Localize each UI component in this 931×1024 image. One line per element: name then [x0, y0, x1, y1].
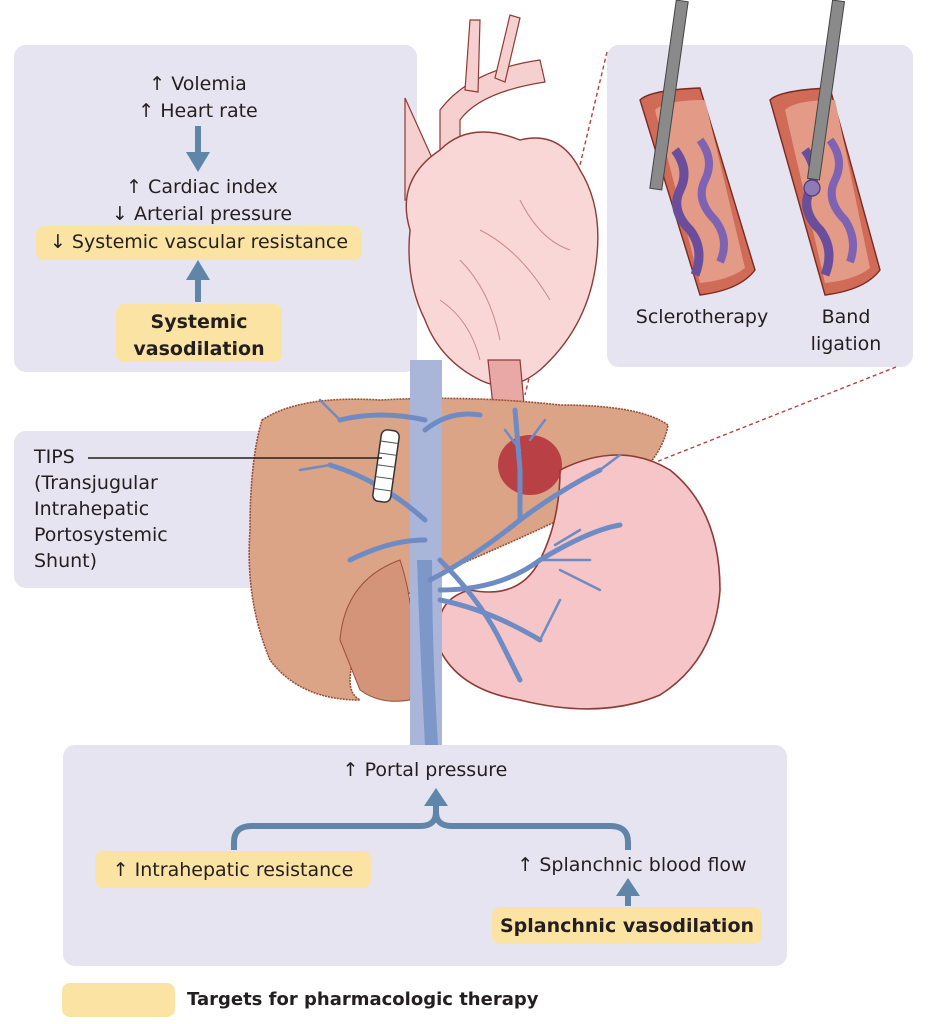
- bracket-left: [231, 800, 439, 850]
- sclerotherapy-label: Sclerotherapy: [635, 306, 769, 328]
- systemic-vasodilation-highlight: [116, 304, 282, 362]
- varices-zone: [498, 435, 562, 495]
- vessel-twigs: [298, 398, 622, 642]
- arrowhead-down: [186, 152, 210, 172]
- intrahepatic-highlight: [95, 851, 371, 888]
- tips-panel: [14, 431, 272, 588]
- heart: [405, 131, 599, 387]
- stomach: [437, 454, 721, 710]
- systemic-vasodilation-line1: Systemic: [150, 311, 248, 333]
- svr-text: ↓ Systemic vascular resistance: [49, 231, 349, 253]
- sclerotherapy-illustration: [639, 0, 756, 296]
- tips-line-3: Intrahepatic: [34, 498, 150, 520]
- band-ligation-illustration: [769, 0, 881, 296]
- arterial-pressure-text: ↓ Arterial pressure: [111, 203, 293, 225]
- splanchnic-vasodilation-text: Splanchnic vasodilation: [499, 915, 755, 937]
- band-label-line1: Band: [821, 306, 871, 328]
- legend-label: Targets for pharmacologic therapy: [187, 989, 539, 1010]
- intrahepatic-resistance-text: ↑ Intrahepatic resistance: [112, 859, 354, 881]
- bracket-right: [433, 811, 631, 850]
- svr-highlight: [36, 226, 362, 260]
- heart-rate-text: ↑ Heart rate: [138, 100, 258, 122]
- tips-line-2: (Transjugular: [34, 472, 158, 494]
- tips-line-5: Shunt): [34, 550, 98, 572]
- portal-pressure-text: ↑ Portal pressure: [342, 759, 508, 781]
- legend-swatch: [62, 983, 175, 1017]
- band-label-line2: ligation: [810, 333, 882, 355]
- heart-vessels: [439, 199, 571, 361]
- splanchnic-vasodilation-highlight: [492, 907, 762, 944]
- arrowhead-splanchnic: [616, 878, 640, 896]
- arrowhead-up: [186, 260, 210, 280]
- tips-stent-mesh: [373, 440, 399, 492]
- cardiac-index-text: ↑ Cardiac index: [126, 176, 278, 198]
- tips-label: TIPS: [34, 446, 75, 468]
- tips-line-4: Portosystemic: [34, 524, 168, 546]
- systemic-vasodilation-line2: vasodilation: [133, 338, 265, 360]
- volemia-text: ↑ Volemia: [149, 73, 247, 95]
- portal-vein: [410, 360, 442, 745]
- arrowhead-portal: [424, 788, 448, 806]
- splanchnic-flow-text: ↑ Splanchnic blood flow: [517, 854, 747, 876]
